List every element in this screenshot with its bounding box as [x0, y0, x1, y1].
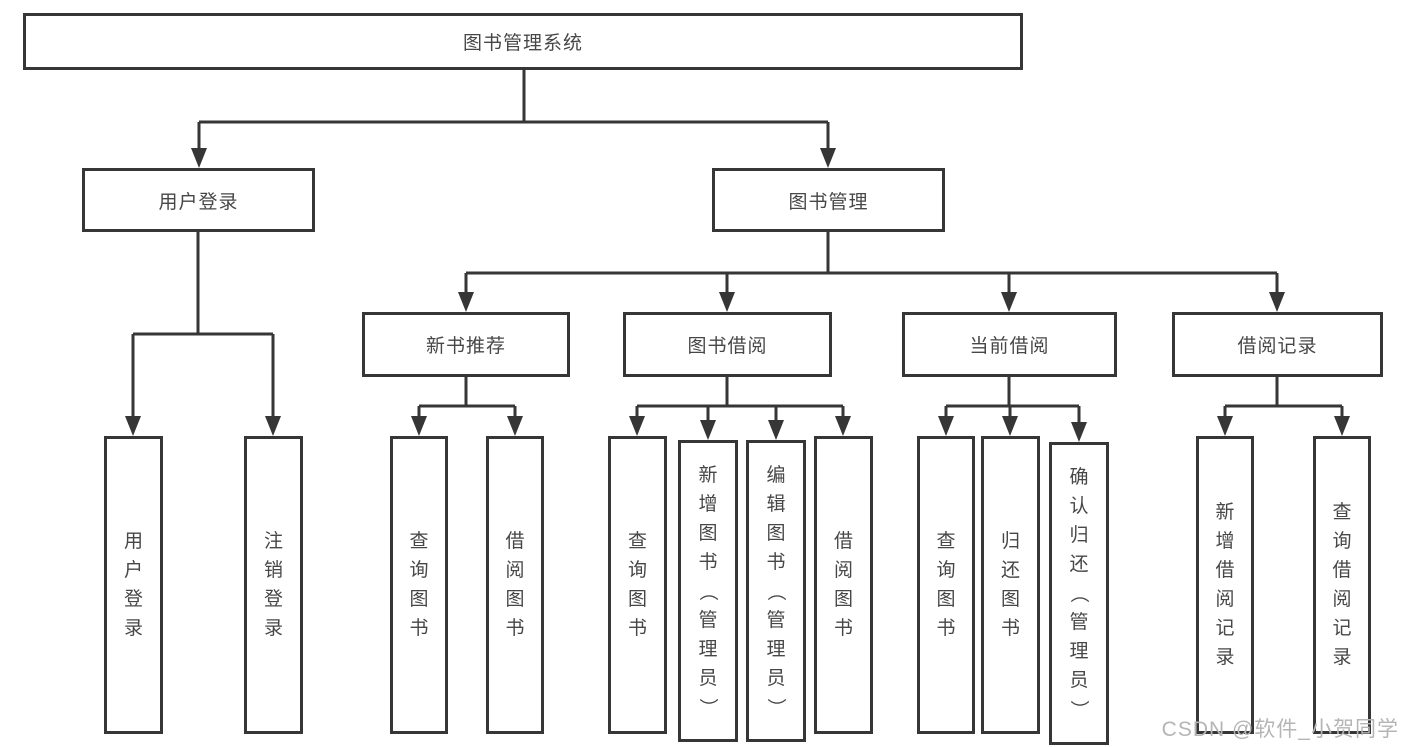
node-user-login-group: 用户登录 — [82, 168, 315, 232]
node-library-system: 图书管理系统 — [23, 13, 1023, 70]
node-borrowing-records: 借阅记录 — [1172, 312, 1383, 377]
node-rec-borrow-books: 借阅图书 — [486, 436, 544, 734]
node-borrow-books: 借阅图书 — [814, 436, 873, 734]
node-add-borrow-record: 新增借阅记录 — [1196, 436, 1254, 734]
node-book-borrowing: 图书借阅 — [623, 312, 832, 377]
csdn-watermark: CSDN @软件_小贺同学 — [1161, 718, 1399, 741]
node-user-login: 用户登录 — [104, 436, 163, 734]
node-edit-books-admin: 编辑图书（管理员） — [746, 440, 806, 742]
node-current-borrowing: 当前借阅 — [902, 312, 1117, 377]
node-new-book-recommend: 新书推荐 — [362, 312, 570, 377]
node-logout: 注销登录 — [244, 436, 303, 734]
node-book-management: 图书管理 — [712, 168, 945, 232]
node-query-borrow-record: 查询借阅记录 — [1313, 436, 1371, 734]
node-confirm-return-admin: 确认归还（管理员） — [1049, 442, 1109, 745]
node-current-query-books: 查询图书 — [917, 436, 975, 734]
node-rec-query-books: 查询图书 — [390, 436, 448, 734]
node-return-books: 归还图书 — [981, 436, 1040, 734]
node-add-books-admin: 新增图书（管理员） — [678, 440, 738, 742]
node-borrow-query-books: 查询图书 — [608, 436, 667, 734]
